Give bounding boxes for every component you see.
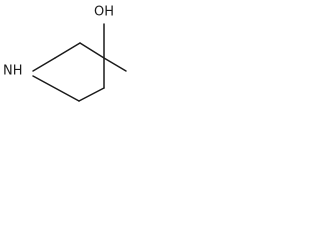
nh-label: NH xyxy=(3,64,23,79)
bond-n1-c2 xyxy=(32,57,56,72)
oh-label: OH xyxy=(94,5,114,20)
bond-c5-c6 xyxy=(78,87,105,102)
bond-c6-n1 xyxy=(32,75,80,102)
bond-c3-c4 xyxy=(79,42,105,59)
bond-c2-c3 xyxy=(54,42,81,59)
structural-formula: NH OH xyxy=(3,5,127,102)
bond-c4-methyl xyxy=(103,57,127,72)
